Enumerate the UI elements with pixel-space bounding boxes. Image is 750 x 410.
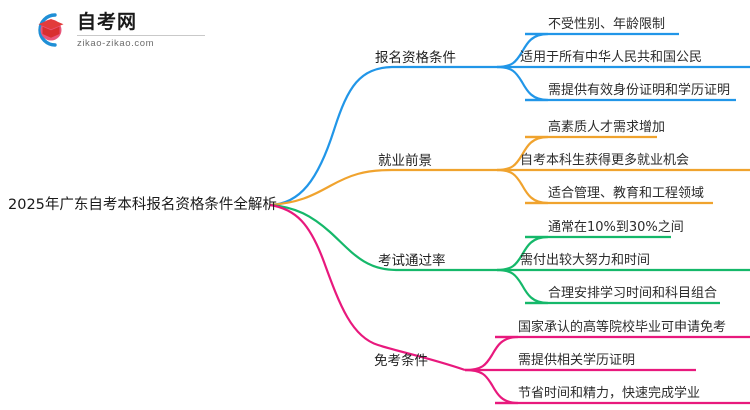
leaf-label-4-2[interactable]: 需提供相关学历证明 (518, 353, 636, 368)
logo-divider (77, 35, 205, 37)
leaf-label-2-1[interactable]: 高素质人才需求增加 (548, 120, 666, 135)
graduation-cap-logo-icon (28, 9, 70, 51)
leaf-label-3-1[interactable]: 通常在10%到30%之间 (548, 220, 684, 235)
leaf-label-4-3[interactable]: 节省时间和精力，快速完成学业 (518, 386, 701, 401)
logo-title: 自考网 (77, 11, 138, 34)
leaf-label-1-1[interactable]: 不受性别、年龄限制 (548, 17, 666, 32)
branch-label-4[interactable]: 免考条件 (374, 353, 428, 369)
leaf-label-2-3[interactable]: 适合管理、教育和工程领域 (548, 186, 705, 201)
leaf-label-2-2[interactable]: 自考本科生获得更多就业机会 (520, 153, 690, 168)
logo-text: 自考网 zikao-zikao.com (77, 11, 205, 49)
branch-label-2[interactable]: 就业前景 (378, 153, 432, 169)
branch-label-3[interactable]: 考试通过率 (378, 253, 446, 269)
leaf-label-3-3[interactable]: 合理安排学习时间和科目组合 (548, 286, 718, 301)
branch-label-1[interactable]: 报名资格条件 (375, 50, 456, 66)
leaf-label-1-3[interactable]: 需提供有效身份证明和学历证明 (548, 83, 731, 98)
leaf-label-1-2[interactable]: 适用于所有中华人民共和国公民 (520, 50, 703, 65)
leaf-label-4-1[interactable]: 国家承认的高等院校毕业可申请免考 (518, 320, 727, 335)
logo-domain: zikao-zikao.com (77, 38, 155, 50)
site-logo: 自考网 zikao-zikao.com (28, 8, 218, 52)
root-node-label[interactable]: 2025年广东自考本科报名资格条件全解析 (8, 197, 277, 213)
leaf-label-3-2[interactable]: 需付出较大努力和时间 (520, 253, 651, 268)
